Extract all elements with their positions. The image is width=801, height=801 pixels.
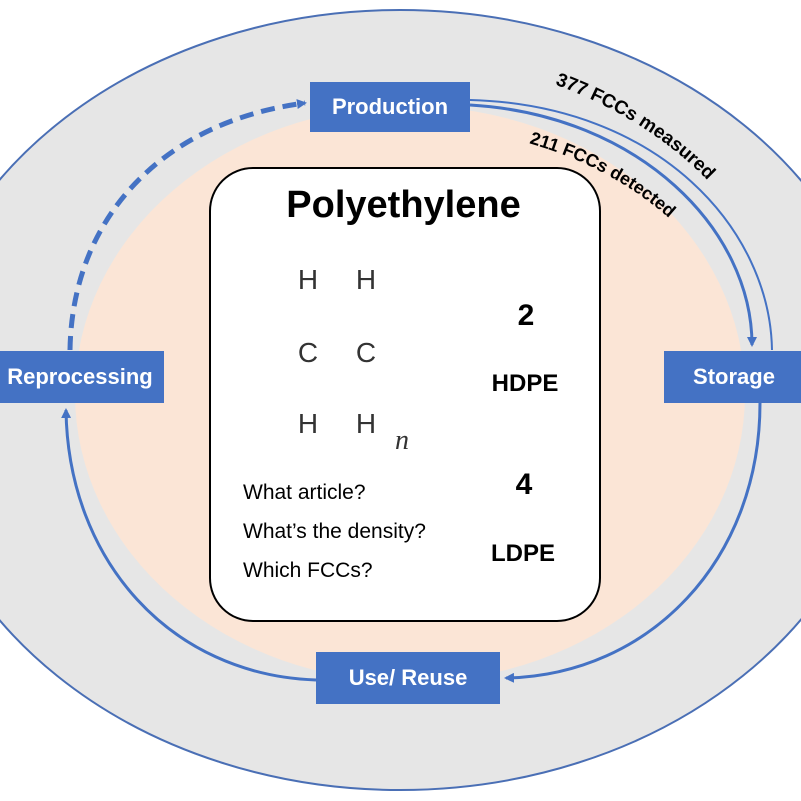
arrow-use-to-reprocessing [61, 408, 317, 682]
atom-h: H [297, 408, 319, 439]
question-article: What article? [243, 481, 366, 504]
hdpe-label: HDPE [491, 370, 559, 397]
stage-storage: Storage [664, 351, 801, 403]
ldpe-code-number: 4 [515, 468, 533, 501]
atom-h: H [355, 264, 377, 295]
atom-h: H [297, 264, 319, 295]
atom-h: H [355, 408, 377, 439]
question-density: What’s the density? [243, 520, 426, 543]
center-card [209, 167, 601, 622]
stage-reprocessing: Reprocessing [0, 351, 164, 403]
ldpe-label: LDPE [490, 540, 555, 567]
arrow-production-to-storage [469, 103, 757, 347]
repeat-subscript: n [395, 425, 409, 456]
atom-c: C [355, 337, 377, 368]
stage-use-reuse: Use/ Reuse [316, 652, 500, 704]
question-fccs: Which FCCs? [243, 559, 373, 582]
arrow-storage-to-use [504, 402, 762, 683]
center-title: Polyethylene [286, 184, 521, 226]
stage-production: Production [310, 82, 470, 132]
arrow-reprocessing-to-production [67, 99, 307, 351]
arrow-production-to-storage-outer [469, 99, 773, 351]
atom-c: C [297, 337, 319, 368]
hdpe-code-number: 2 [517, 299, 535, 332]
